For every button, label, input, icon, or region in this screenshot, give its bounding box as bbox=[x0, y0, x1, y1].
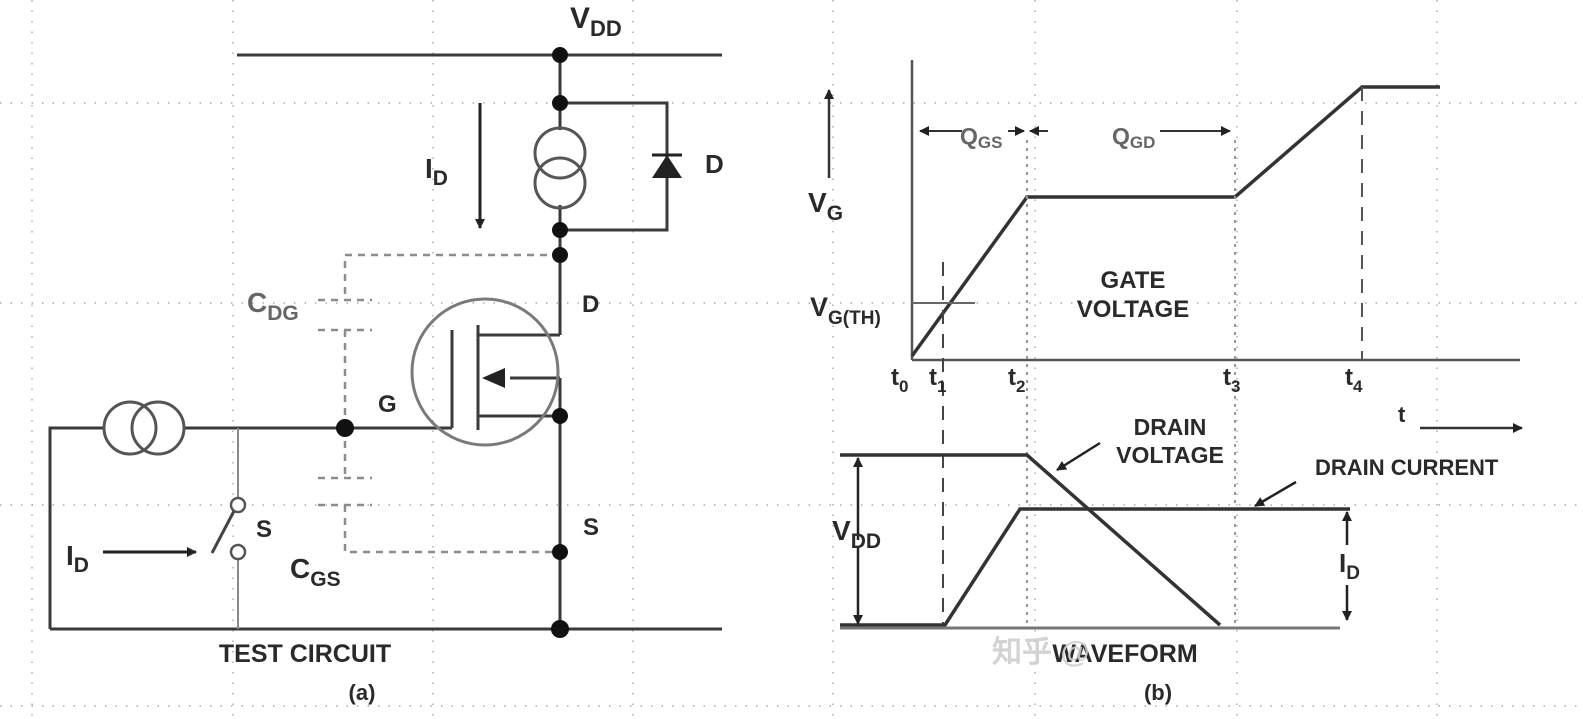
caption-b: (b) bbox=[1144, 680, 1172, 705]
test-circuit-title: TEST CIRCUIT bbox=[219, 640, 391, 668]
source-terminal-label: S bbox=[583, 514, 599, 541]
t1-label: t1 bbox=[929, 364, 946, 396]
drain-voltage-label-line1: DRAIN bbox=[1134, 414, 1207, 440]
diode-icon bbox=[652, 153, 682, 178]
test-circuit bbox=[48, 53, 722, 631]
junction-dots bbox=[336, 47, 569, 638]
t-axis-label: t bbox=[1398, 402, 1406, 427]
gate-voltage-label-line1: GATE bbox=[1101, 267, 1166, 294]
drain-voltage-label-line2: VOLTAGE bbox=[1116, 442, 1224, 468]
waveform-title: WAVEFORM bbox=[1052, 640, 1197, 668]
t3-label: t3 bbox=[1223, 364, 1240, 396]
parasitic-capacitor-wiring bbox=[318, 253, 560, 554]
id-dim-label: ID bbox=[1339, 548, 1360, 584]
drain-voltage-trace bbox=[840, 453, 1222, 627]
watermark: 知乎 @ bbox=[992, 636, 1090, 669]
gate-current-source-icon bbox=[102, 400, 186, 456]
time-guides bbox=[942, 87, 1363, 625]
t2-label: t2 bbox=[1008, 364, 1025, 396]
body-arrow-icon bbox=[482, 368, 505, 388]
diode-label: D bbox=[705, 149, 724, 179]
cdg-label: CDG bbox=[247, 287, 299, 325]
drain-voltage-pointer bbox=[1056, 441, 1101, 472]
drain-current-trace bbox=[840, 507, 1350, 627]
qgd-label: QGD bbox=[1112, 123, 1155, 152]
qgs-label: QGS bbox=[960, 123, 1002, 152]
diode-branch-wire bbox=[560, 101, 669, 232]
drain-current-pointer bbox=[1254, 480, 1297, 508]
id-left-label: ID bbox=[66, 540, 89, 577]
switch-icon bbox=[210, 496, 247, 561]
drain-current-label: DRAIN CURRENT bbox=[1315, 455, 1499, 480]
gate-drive-loop bbox=[48, 426, 105, 629]
switch-label: S bbox=[256, 516, 272, 543]
mosfet-symbol-icon bbox=[410, 297, 560, 447]
waveform-axes bbox=[910, 60, 1520, 362]
vg-label: VG bbox=[808, 187, 843, 225]
drain-current-source-icon bbox=[533, 126, 587, 210]
id-top-label: ID bbox=[425, 153, 448, 190]
t0-label: t0 bbox=[891, 364, 908, 396]
vgth-label: VG(TH) bbox=[810, 292, 881, 329]
t4-label: t4 bbox=[1345, 364, 1363, 396]
cgs-label: CGS bbox=[290, 553, 341, 591]
drain-terminal-label: D bbox=[582, 291, 599, 318]
gate-voltage-label-line2: VOLTAGE bbox=[1077, 296, 1189, 323]
vdd-dim-label: VDD bbox=[832, 515, 881, 553]
vdd-label: VDD bbox=[570, 2, 622, 41]
caption-a: (a) bbox=[349, 680, 376, 705]
gate-terminal-label: G bbox=[378, 391, 397, 418]
